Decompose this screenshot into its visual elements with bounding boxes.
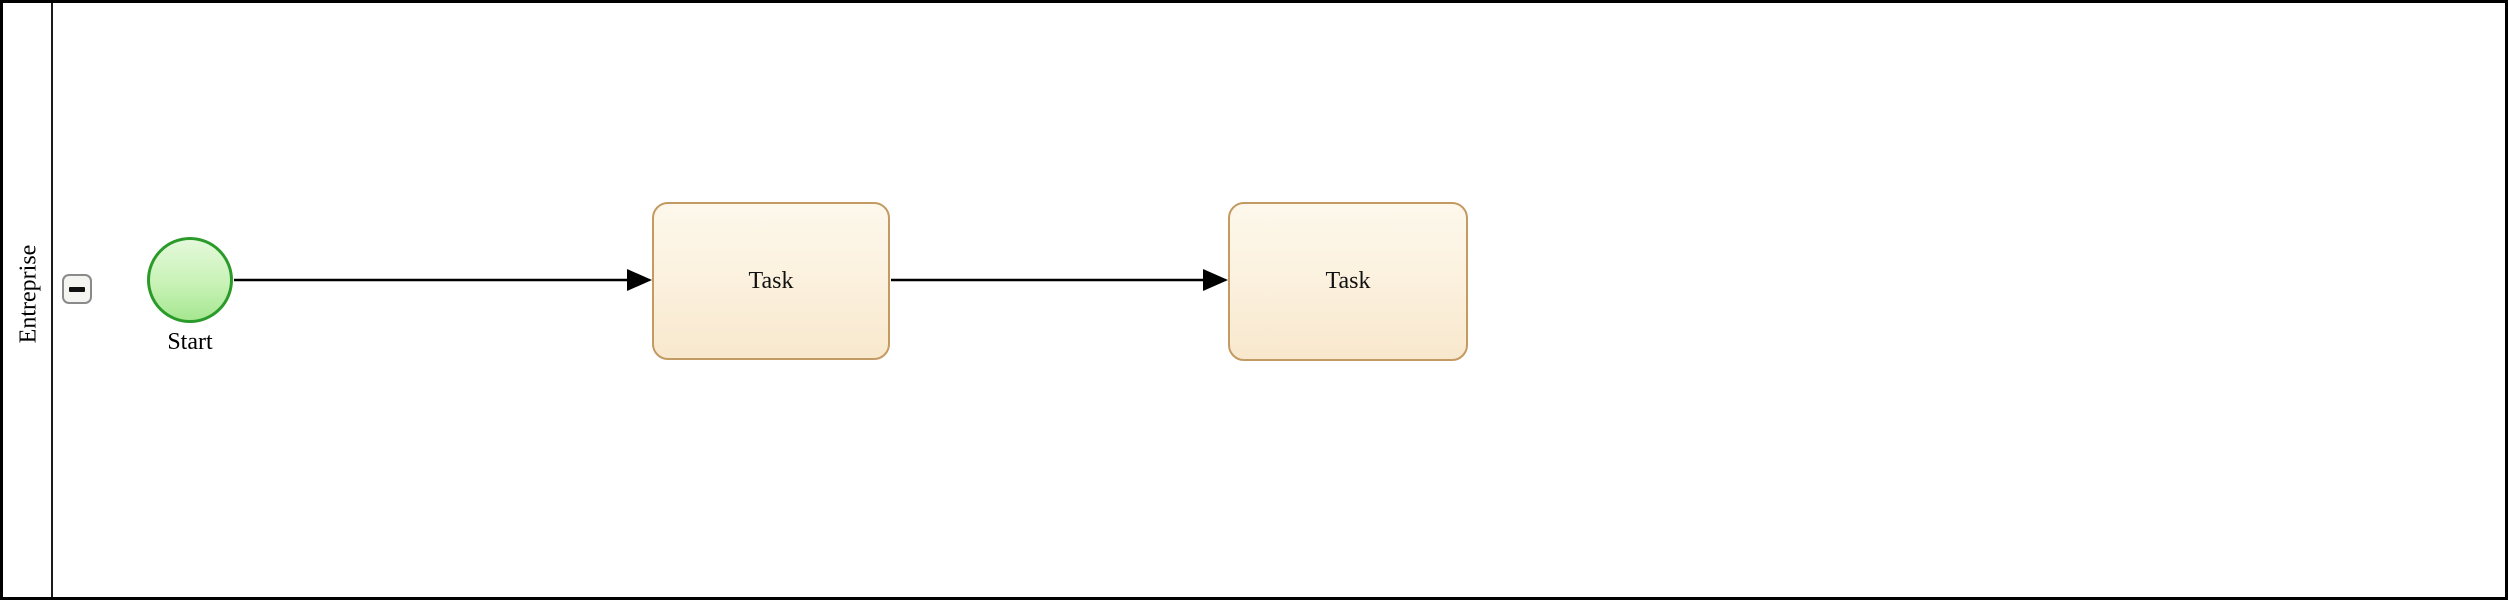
task-1-label: Task [748, 267, 794, 294]
sequence-flow-1[interactable] [234, 269, 652, 291]
collapse-button[interactable] [62, 274, 92, 304]
pool-label: Entreprise [15, 244, 42, 344]
minus-icon [69, 286, 85, 292]
pool-label-band[interactable]: Entreprise [3, 3, 53, 597]
arrowhead-icon [1203, 269, 1228, 291]
task-node-2[interactable]: Task [1228, 202, 1468, 361]
start-event-node[interactable] [147, 237, 233, 323]
task-2-label: Task [1325, 268, 1371, 294]
sequence-flow-2[interactable] [891, 269, 1228, 291]
arrowhead-icon [627, 269, 652, 291]
start-event-label: Start [167, 329, 213, 355]
task-node-1[interactable]: Task [652, 202, 890, 360]
